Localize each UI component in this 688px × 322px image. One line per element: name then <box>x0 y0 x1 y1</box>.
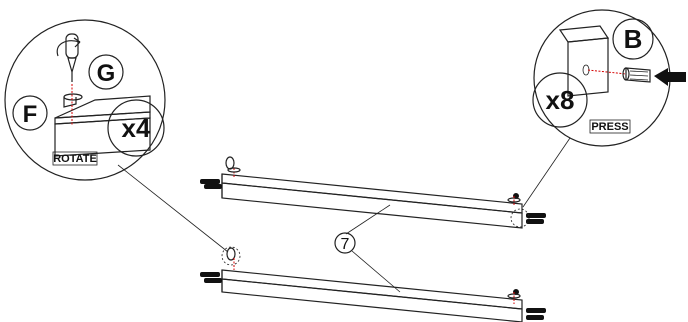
part-7-leader-lower <box>351 250 401 293</box>
bracket-icon <box>63 93 83 108</box>
right-detail-callout: B x8 PRESS <box>522 9 686 208</box>
part-7-label: 7 <box>341 236 350 253</box>
rotate-arrow-icon <box>56 37 81 57</box>
part-b-badge <box>612 18 654 60</box>
qty-left-badge <box>107 99 165 157</box>
part-g-label: G <box>97 60 116 87</box>
qty-right-label: x8 <box>546 85 575 115</box>
right-leader-line <box>522 137 571 208</box>
part-7-callout: 7 <box>334 204 401 293</box>
lower-right-hardware <box>507 289 546 320</box>
upper-beam <box>200 156 546 229</box>
wood-block <box>54 95 151 157</box>
part-7-leader-upper <box>345 204 391 235</box>
qty-left-label: x4 <box>122 113 151 143</box>
qty-right-badge <box>532 72 588 128</box>
dowel-icon <box>622 67 651 83</box>
left-leader-line <box>117 164 229 253</box>
lower-left-hardware <box>200 246 241 283</box>
left-detail-circle <box>4 19 166 181</box>
lower-beam <box>200 246 546 322</box>
rotate-label: ROTATE <box>53 153 97 165</box>
push-arrow-icon <box>654 68 686 86</box>
part-b-label: B <box>624 24 643 54</box>
rotate-box <box>52 151 98 166</box>
part-f-badge <box>12 95 48 131</box>
right-guide-line <box>587 69 627 75</box>
upper-left-hardware <box>200 156 241 189</box>
screw-icon <box>65 33 79 82</box>
part-f-label: F <box>23 101 38 128</box>
left-detail-callout: G F x4 ROTATE <box>4 19 229 253</box>
part-7-badge <box>334 232 356 254</box>
upper-right-hardware <box>507 193 546 228</box>
press-box <box>589 119 631 134</box>
part-g-badge <box>88 54 124 90</box>
press-label: PRESS <box>591 121 628 133</box>
